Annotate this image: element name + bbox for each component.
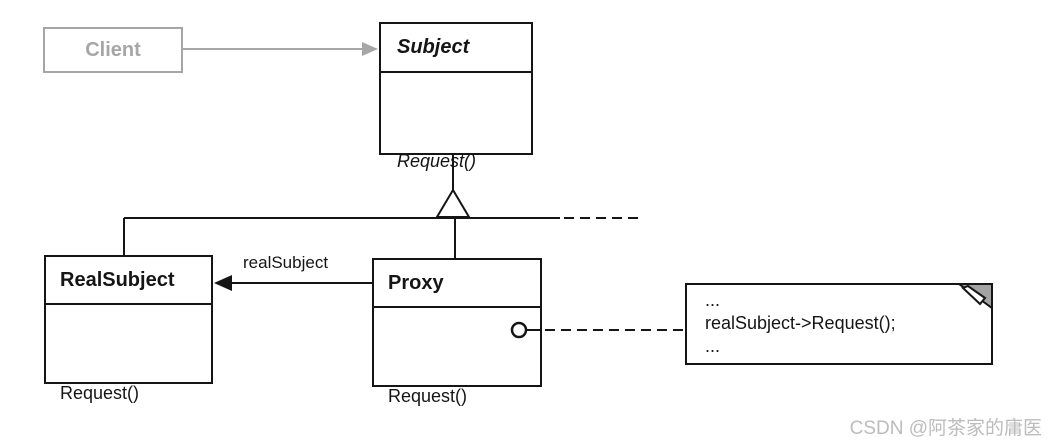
class-member-request: Request(): [388, 386, 468, 406]
class-header-realsubject: RealSubject: [46, 257, 211, 305]
class-name-client: Client: [85, 38, 141, 61]
class-member-request: Request(): [397, 151, 477, 171]
class-member-request: Request(): [60, 383, 140, 403]
note-line: realSubject->Request();: [705, 313, 896, 333]
class-members-realsubject: Request() ...: [46, 305, 211, 445]
client-subject-arrowhead-icon: [362, 42, 378, 56]
class-members-proxy: Request() ...: [374, 308, 540, 445]
proxy-realsubject-arrowhead-icon: [214, 275, 232, 291]
note-box: ... realSubject->Request(); ...: [685, 283, 993, 365]
class-box-realsubject: RealSubject Request() ...: [44, 255, 213, 403]
note-fold-icon: [957, 283, 993, 310]
note-fold-flap: [961, 284, 987, 306]
note-line: ...: [705, 336, 721, 356]
class-name-proxy: Proxy: [388, 271, 444, 294]
class-box-client: Client: [43, 27, 183, 73]
watermark-text: CSDN @阿茶家的庸医: [849, 418, 1042, 439]
class-header-subject: Subject: [381, 24, 531, 73]
note-line: ...: [705, 290, 721, 310]
class-box-subject: Subject Request() ...: [379, 22, 533, 264]
class-name-realsubject: RealSubject: [60, 268, 175, 291]
class-box-proxy: Proxy Request() ...: [372, 258, 542, 406]
association-label-realsubject: realSubject: [243, 253, 329, 272]
class-header-proxy: Proxy: [374, 260, 540, 308]
class-name-subject: Subject: [397, 36, 470, 58]
